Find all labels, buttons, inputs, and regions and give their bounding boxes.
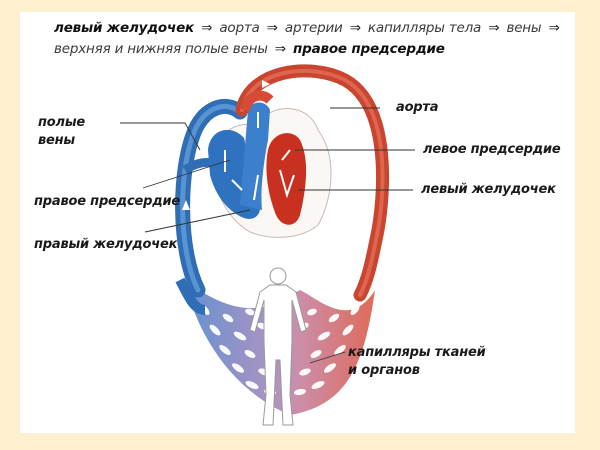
flow-line-1: левый желудочек ⇒ аорта ⇒ артерии ⇒ капи… [54, 18, 574, 39]
vena-cava-vessel [175, 98, 248, 315]
label-line: вены [38, 133, 75, 148]
label-left-ventricle: левый желудочек [421, 182, 556, 197]
arrow-right-icon: ⇒ [274, 41, 286, 57]
aorta-vessel [235, 64, 390, 302]
heart [208, 90, 332, 238]
flow-step: вены [506, 20, 542, 36]
flow-step: левый желудочек [54, 20, 194, 36]
leader-line-capillaries [309, 351, 346, 364]
label-right-atrium: правое предсердие [34, 194, 181, 209]
label-right-ventricle: правый желудочек [34, 237, 178, 252]
flow-step: капилляры тела [367, 20, 482, 36]
flow-step: верхняя и нижняя полые вены [54, 41, 268, 57]
arrow-right-icon: ⇒ [548, 20, 560, 36]
arrow-right-icon: ⇒ [266, 20, 278, 36]
arrow-right-icon: ⇒ [201, 20, 213, 36]
circulation-flow-text: левый желудочек ⇒ аорта ⇒ артерии ⇒ капи… [54, 18, 574, 60]
human-silhouette-icon [249, 267, 307, 426]
flow-line-2: верхняя и нижняя полые вены ⇒ правое пре… [54, 39, 574, 60]
label-capillaries: капилляры тканей и органов [348, 344, 486, 380]
leader-line-right-ventricle [144, 209, 251, 233]
flow-step: правое предсердие [293, 41, 445, 57]
leader-lines [120, 107, 415, 364]
label-line: капилляры тканей [348, 345, 486, 360]
label-aorta: аорта [396, 100, 439, 115]
label-line: и органов [348, 363, 420, 378]
label-vena-cava: полые вены [38, 114, 85, 150]
arrow-right-icon: ⇒ [488, 20, 500, 36]
label-line: полые [38, 115, 86, 130]
flow-step: артерии [284, 20, 343, 36]
arrow-right-icon: ⇒ [349, 20, 361, 36]
leader-line-right-atrium [142, 159, 231, 189]
flow-step: аорта [219, 20, 260, 36]
label-left-atrium: левое предсердие [423, 142, 561, 157]
